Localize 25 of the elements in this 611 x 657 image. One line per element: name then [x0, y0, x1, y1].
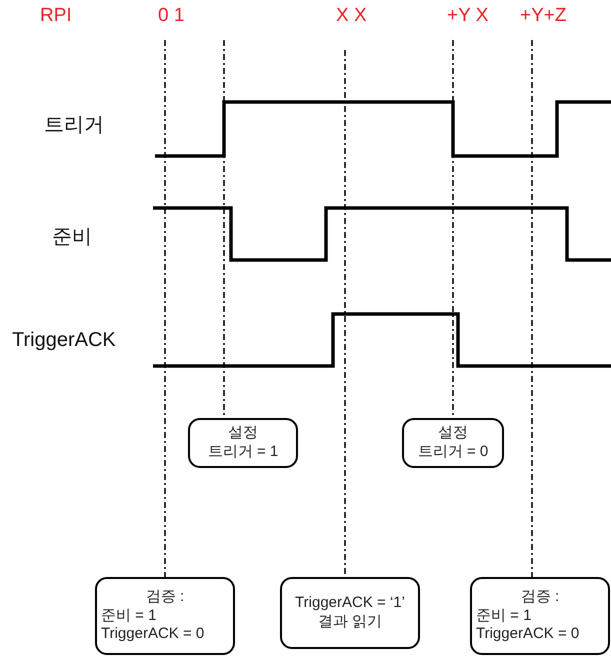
annotation-box [402, 418, 504, 468]
annotation-text: 트리거 = 0 [416, 443, 490, 462]
annotation-box [280, 577, 420, 649]
annotation-text: 결과 읽기 [316, 613, 384, 632]
time-label: +Y+Z [520, 6, 566, 25]
annotation-text: 검증 : [520, 588, 560, 607]
annotation-text: 준비 = 1 [476, 606, 532, 626]
annotation-text: 트리거 = 1 [206, 443, 280, 462]
time-label: X X [336, 6, 367, 25]
signal-name: 트리거 [44, 115, 104, 135]
annotation-text: 준비 = 1 [101, 606, 158, 626]
annotation-box [470, 577, 610, 655]
time-label: 0 1 [158, 6, 184, 25]
annotation-text: 검증 : [144, 588, 186, 607]
annotation-text: 설정 [437, 424, 469, 443]
annotation-text: TriggerACK = ‘1’ [294, 594, 406, 613]
time-label: +Y X [447, 6, 488, 25]
annotation-box [95, 577, 235, 655]
reference-label: RPI [40, 6, 72, 25]
annotation-text: 설정 [227, 424, 259, 443]
annotation-text: TriggerACK = 0 [101, 625, 206, 644]
signal-name: 준비 [52, 227, 92, 247]
annotation-text: TriggerACK = 0 [476, 625, 580, 644]
signal-name: TriggerACK [12, 330, 116, 350]
annotation-box [188, 418, 298, 468]
